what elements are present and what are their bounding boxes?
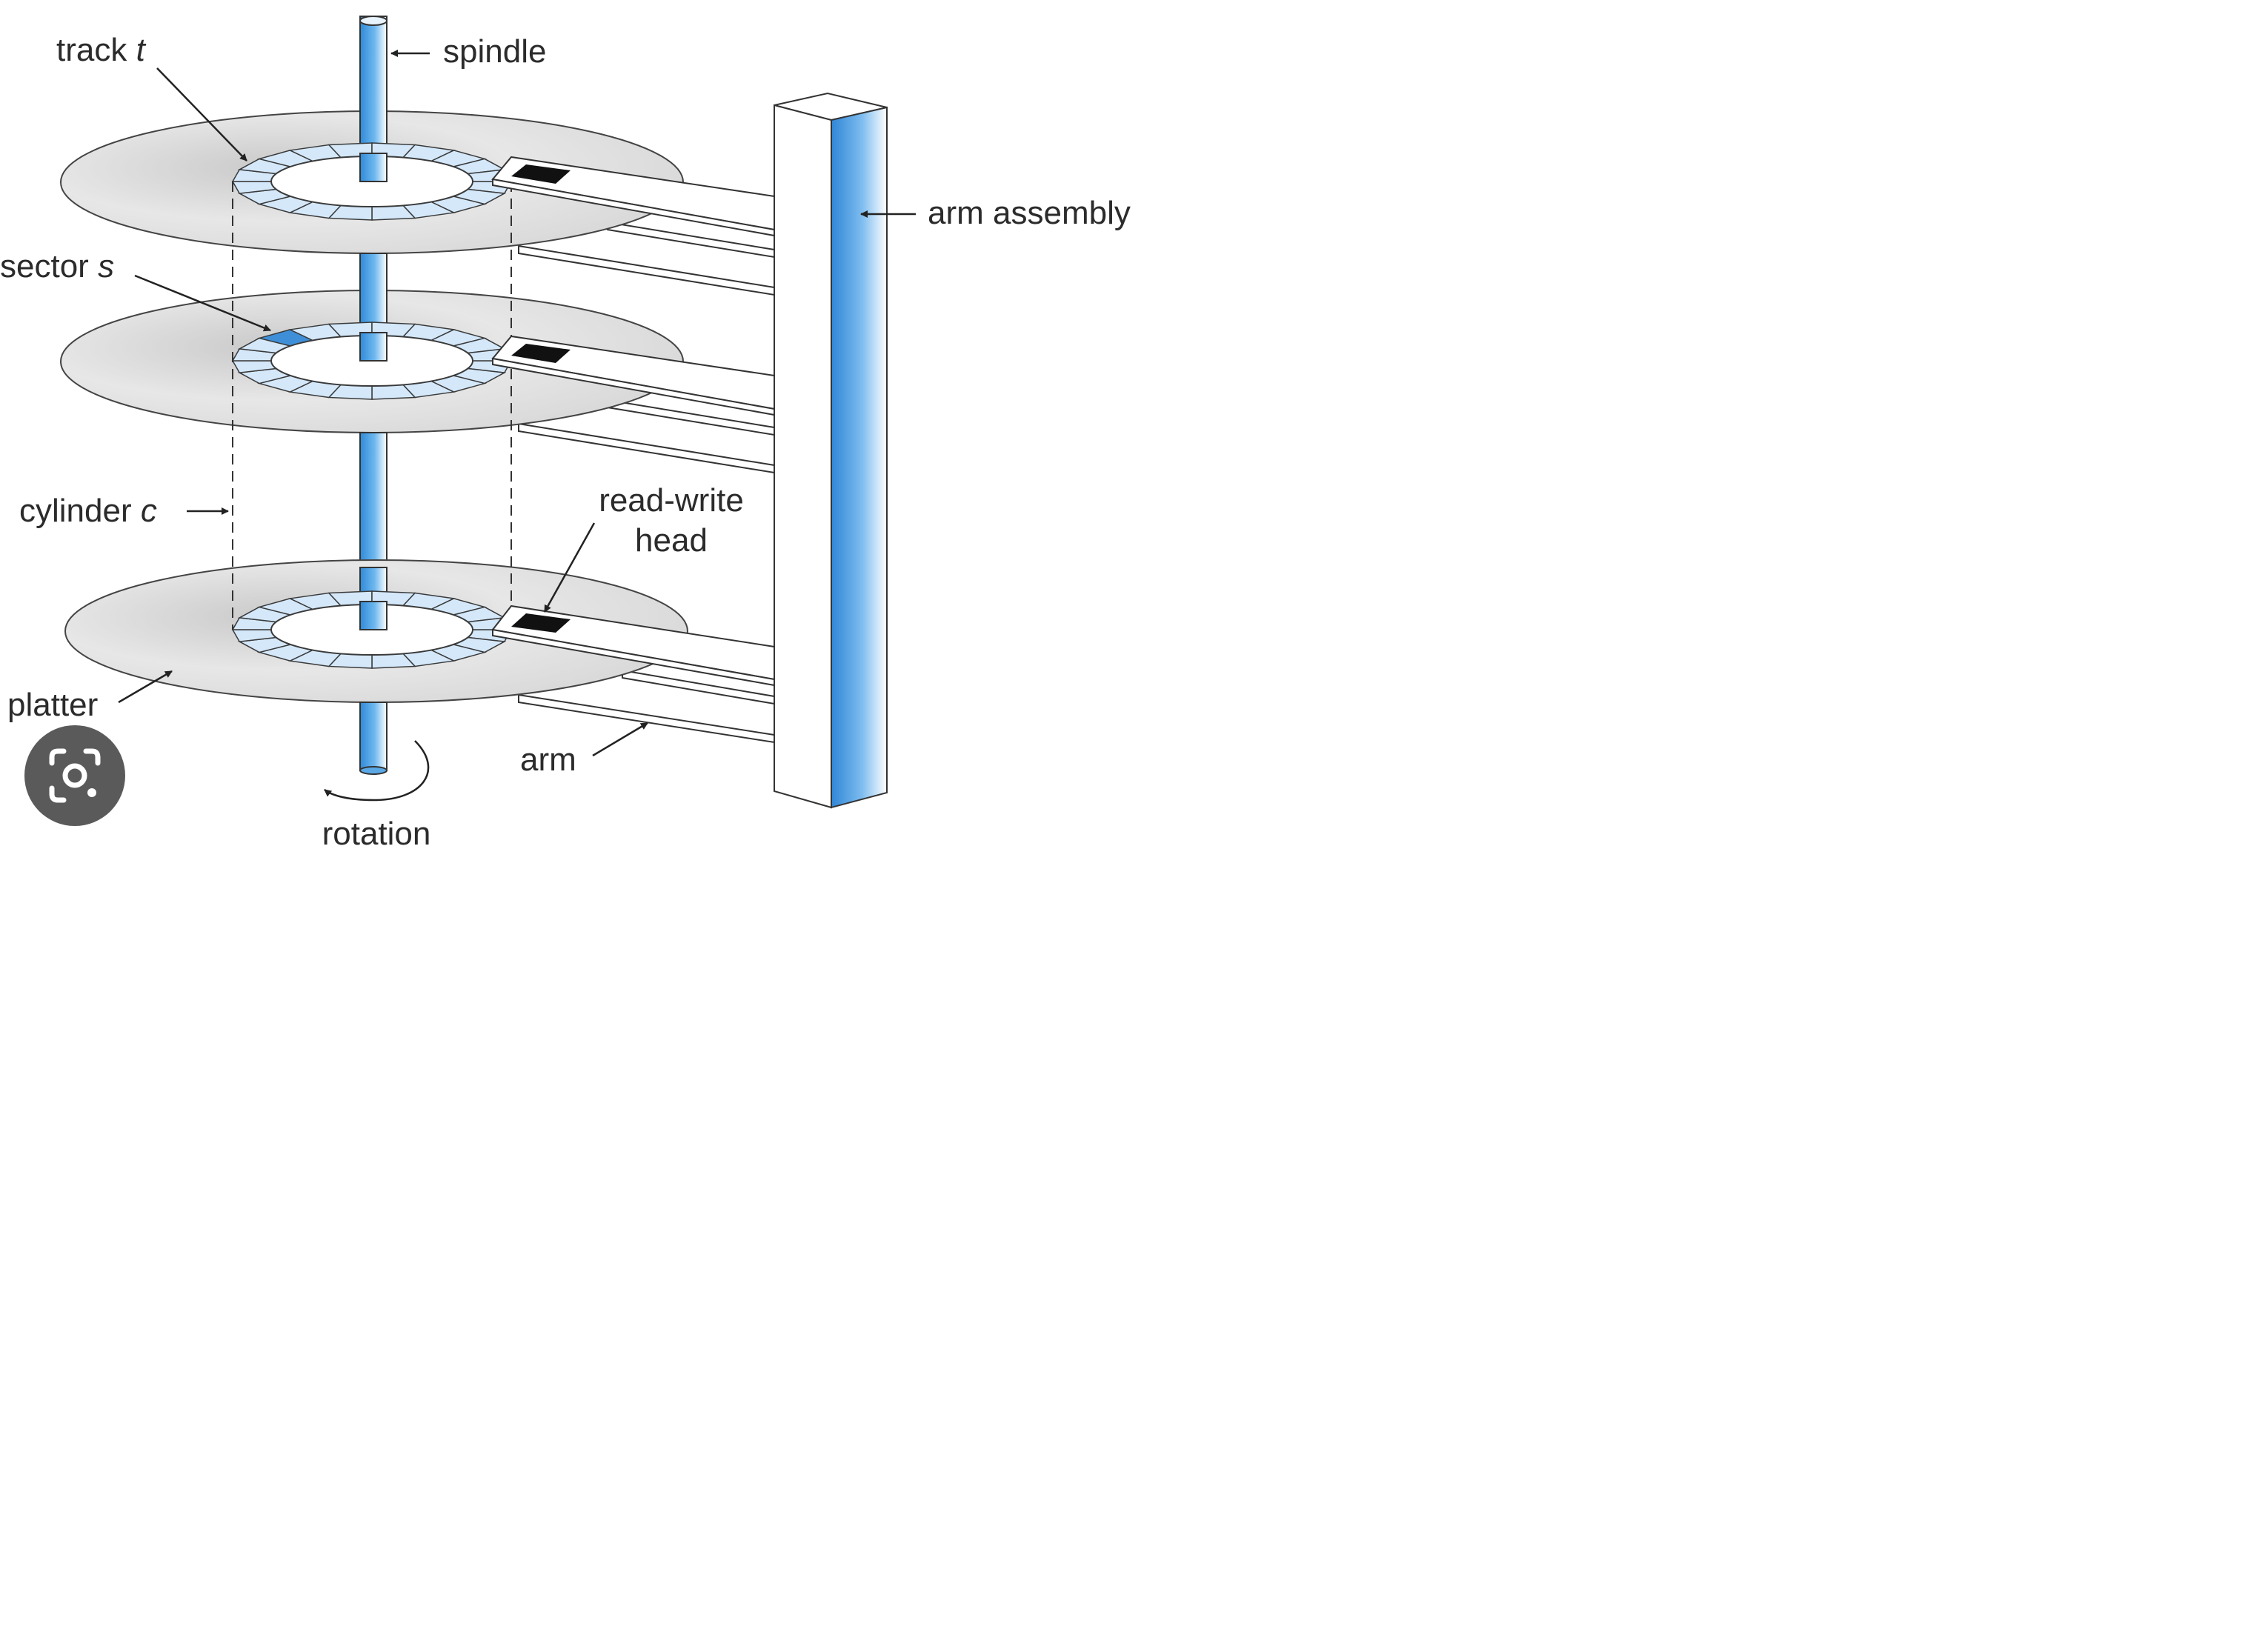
spindle-through-track xyxy=(359,153,388,182)
platter-top xyxy=(60,16,684,254)
rotation-label: rotation xyxy=(322,816,431,852)
spindle-through-track xyxy=(359,601,388,630)
track-ring-3 xyxy=(231,590,513,669)
read-write-head-3 xyxy=(511,613,571,633)
upper-arms xyxy=(491,156,775,687)
leader-arrows xyxy=(118,50,916,757)
arm-assembly-label: arm assembly xyxy=(928,195,1131,231)
spindle-bottom xyxy=(359,702,388,771)
platter-bottom xyxy=(64,559,688,703)
visual-search-lens-button[interactable] xyxy=(24,725,125,826)
track-ring-1 xyxy=(231,142,513,221)
cylinder-label: cylinder c xyxy=(19,493,157,529)
spindle-label: spindle xyxy=(443,33,546,70)
read-write-head-1 xyxy=(511,164,571,184)
platter-label: platter xyxy=(7,687,98,723)
track-ring-2 xyxy=(231,322,513,400)
cylinder-outline xyxy=(232,181,512,630)
disk-drive-diagram: track t spindle arm assembly sector s cy… xyxy=(0,16,1131,852)
track-label: track t xyxy=(56,32,147,68)
visual-search-lens-icon xyxy=(49,748,101,803)
lower-arms xyxy=(518,221,775,744)
spindle-through-track xyxy=(359,332,388,362)
rotation-arrow xyxy=(324,740,430,802)
arm-label: arm xyxy=(520,742,576,778)
head-label: head xyxy=(635,522,708,559)
read-write-head-2 xyxy=(511,344,571,363)
read-write-label: read-write xyxy=(599,482,744,519)
arm-assembly xyxy=(774,92,888,809)
platter-middle xyxy=(60,253,684,433)
sector-label: sector s xyxy=(0,248,114,284)
